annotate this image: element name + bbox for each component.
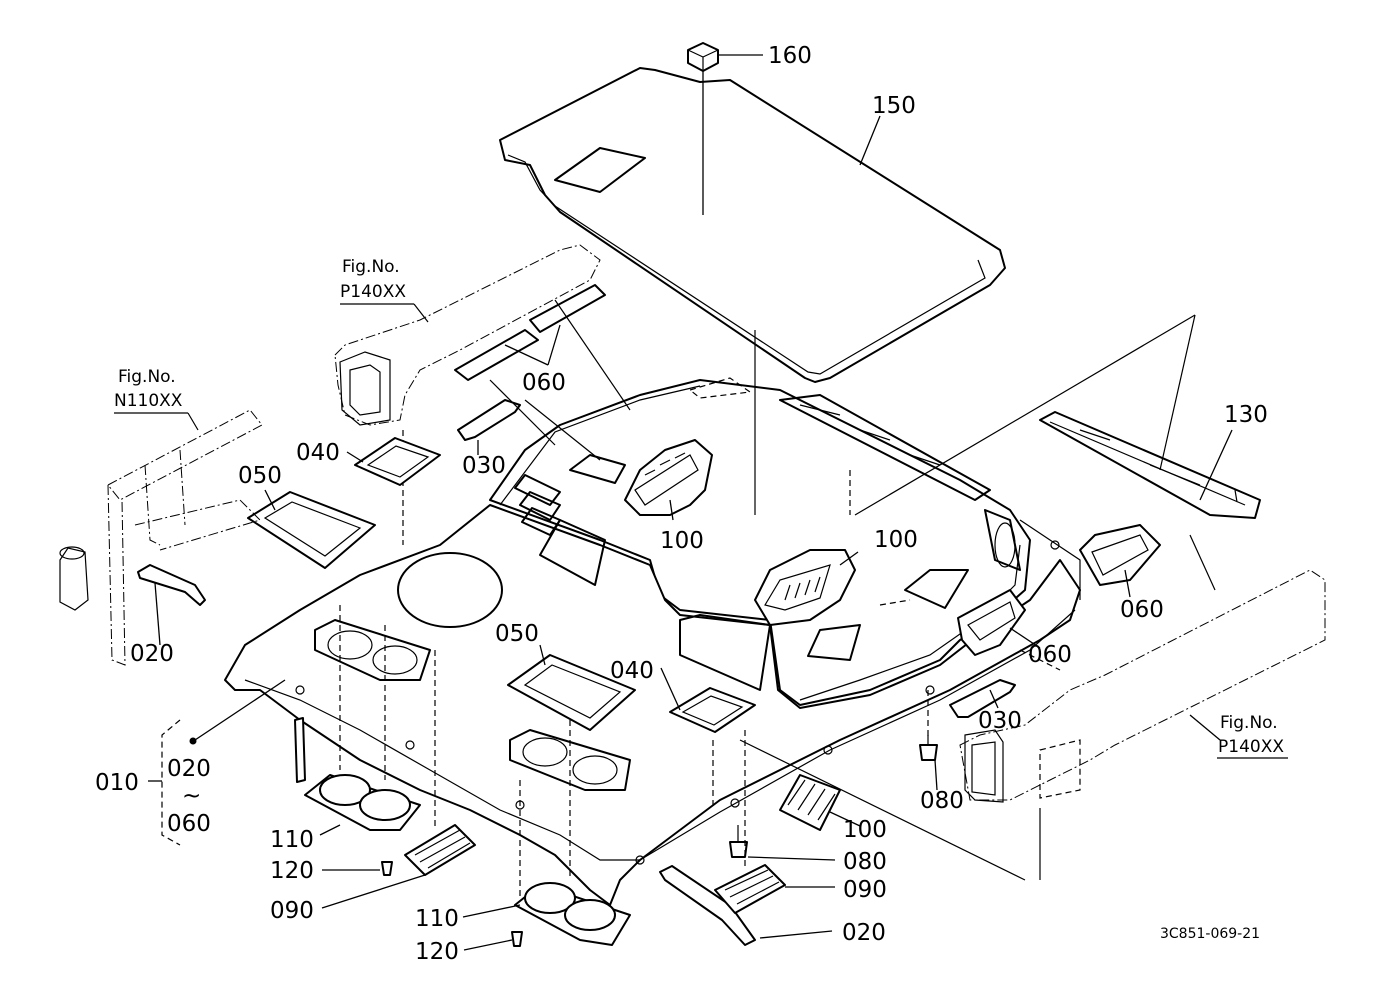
label-010-range-from: 020 — [167, 756, 211, 782]
fig-ref-right-line1: Fig.No. — [1220, 713, 1278, 733]
part-040-seal-left — [354, 437, 441, 486]
label-090-left: 090 — [270, 898, 314, 924]
part-010-roof-assembly — [224, 377, 1081, 906]
part-030-bracket-left — [457, 399, 521, 441]
part-030-bracket-right — [949, 679, 1016, 718]
label-020-bottom: 020 — [842, 920, 886, 946]
callout-010-dot — [189, 737, 197, 745]
figure-references: Fig.No. P140XX Fig.No. N110XX Fig.No. P1… — [114, 257, 1284, 757]
label-120-bottom: 120 — [415, 939, 459, 965]
fig-ref-right-line2: P140XX — [1218, 737, 1284, 757]
label-060-right-a: 060 — [1120, 597, 1164, 623]
duct-top-left-ref — [334, 244, 601, 545]
label-060-top: 060 — [522, 370, 566, 396]
label-030-left: 030 — [462, 453, 506, 479]
part-110-lamp-left — [304, 774, 421, 831]
label-010-range-to: 060 — [167, 811, 211, 837]
part-090-switch-left — [404, 824, 476, 876]
part-130-rear-grille — [1039, 411, 1261, 519]
part-120-screw-left — [381, 861, 393, 876]
fig-ref-left-line1: Fig.No. — [118, 367, 176, 387]
fig-ref-top-left-line2: P140XX — [340, 282, 406, 302]
part-080-bolt-right — [919, 735, 938, 761]
label-050-mid: 050 — [495, 621, 539, 647]
part-050-frame-mid — [507, 654, 636, 731]
part-080-bolt-mid — [729, 825, 748, 858]
part-040-seal-mid — [669, 687, 756, 733]
part-020-trim-left — [137, 564, 206, 606]
part-090-switch-right — [714, 864, 786, 914]
fig-ref-left-line2: N110XX — [114, 391, 183, 411]
leader-lines — [154, 54, 1233, 951]
callout-010-bracket — [161, 719, 181, 846]
part-160-block — [687, 42, 719, 215]
label-100-bottom: 100 — [843, 817, 887, 843]
label-130: 130 — [1224, 402, 1268, 428]
duct-rear-right-ref — [959, 569, 1326, 803]
label-040-left: 040 — [296, 440, 340, 466]
fig-ref-top-left-line1: Fig.No. — [342, 257, 400, 277]
label-120-left: 120 — [270, 858, 314, 884]
part-110-lamp-bottom — [514, 882, 631, 946]
label-030-right: 030 — [978, 708, 1022, 734]
drawing-number: 3C851-069-21 — [1160, 926, 1260, 942]
label-050-left: 050 — [238, 463, 282, 489]
part-100-vent-right — [754, 549, 856, 626]
label-110-left: 110 — [270, 827, 314, 853]
part-050-frame-left — [247, 491, 376, 569]
label-100-top: 100 — [660, 528, 704, 554]
label-110-bottom: 110 — [415, 906, 459, 932]
label-060-right-b: 060 — [1028, 642, 1072, 668]
label-040-mid: 040 — [610, 658, 654, 684]
part-120-screw-bottom — [511, 931, 523, 947]
part-100-vent-top — [624, 439, 713, 516]
part-060-seals-right — [957, 524, 1161, 656]
label-080-right: 080 — [920, 788, 964, 814]
part-060-seals-top — [454, 284, 606, 381]
part-labels: 160 150 130 060 060 060 040 040 050 050 … — [95, 43, 1268, 965]
cab-pillar-left-ref — [59, 409, 263, 666]
label-020-left: 020 — [130, 641, 174, 667]
label-010-range-tilde: ~ — [182, 783, 201, 809]
stud-left — [294, 717, 306, 783]
label-090-right: 090 — [843, 877, 887, 903]
label-160: 160 — [768, 43, 812, 69]
part-100-grille-bottom — [779, 774, 841, 831]
label-150: 150 — [872, 93, 916, 119]
part-150-headliner-sheet — [499, 67, 1006, 383]
part-020-trim-bottom — [659, 865, 756, 946]
label-080-mid: 080 — [843, 849, 887, 875]
label-010: 010 — [95, 770, 139, 796]
alignment-lines — [339, 299, 1216, 900]
label-100-right: 100 — [874, 527, 918, 553]
